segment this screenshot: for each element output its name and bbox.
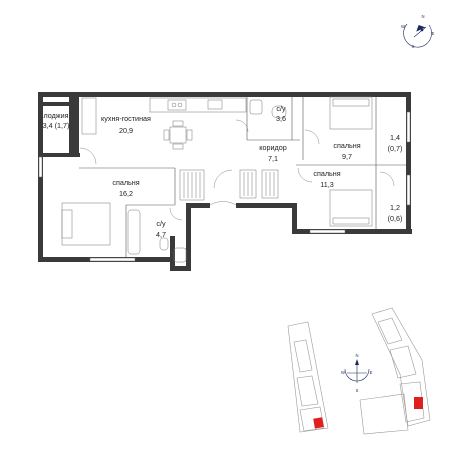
wall-left-lower [38,176,43,261]
room-corridor-name: коридор [259,143,286,152]
building-left-outline [287,321,329,433]
wall-corridor-bottom-left [186,203,210,208]
room-balcony1-area-1: 1,4 [390,133,400,142]
door-bath1 [235,119,249,133]
compass-bottom-w: W [341,370,345,375]
window-balcony2 [406,174,411,206]
compass-top-w: W [401,24,405,29]
room-bedroom3-name: спальня [313,169,340,178]
building-right-block2 [389,345,417,379]
room-bath2-area: 4,7 [156,230,166,239]
room-bedroom2-name: спальня [112,178,139,187]
sofa [81,97,97,135]
compass-top-n: N [421,14,424,19]
compass-bottom-n: N [355,353,358,358]
bed-bedroom1 [329,96,373,130]
door-balcony2 [379,171,395,187]
compass-top-e: E [432,31,435,36]
window-bedroom3-bottom [309,229,346,234]
room-balcony1-area-2: (0,7) [388,144,403,153]
room-bedroom3-area: 11,3 [320,180,333,189]
room-bedroom1-name: спальня [333,141,360,150]
bed-bedroom2 [61,202,111,246]
room-balcony2-area-2: (0,6) [388,214,403,223]
wall-loggia-bottom [38,153,80,157]
room-bath1-area: 3,6 [276,114,286,123]
wall-top [38,92,410,97]
room-kitchen-area: 20,9 [119,126,133,135]
window-bedroom2-bottom [89,257,136,262]
apartment-plan: лоджия 3,4 (1,7) кухня-гостиная 20,9 с/у… [38,92,412,271]
door-loggia [79,147,97,165]
compass-bottom-s: S [356,388,359,393]
building-left-block2 [296,375,319,407]
wardrobe-1 [179,169,205,201]
bed-bedroom3 [329,189,373,227]
bath1-fixtures [249,99,287,119]
door-entrance [209,201,237,206]
wall-bottom-right [292,229,412,234]
site-marker-left [313,417,324,429]
wall-loggia-right [69,92,79,155]
door-bath2 [169,207,183,221]
wall-bath2-right [170,236,175,271]
site-map [287,307,431,435]
compass-top-s: S [412,44,415,49]
compass-bottom-e: E [370,370,373,375]
room-bath2-name: с/у [156,219,166,228]
kitchen-counter [149,97,247,113]
room-corridor-area: 7,1 [268,154,278,163]
compass-top: N W S E [401,14,435,49]
room-loggia-name: лоджия [43,111,68,120]
room-kitchen-name: кухня-гостиная [101,114,151,123]
bath2-fixtures [127,209,187,263]
wall-step-bottom [170,266,191,271]
wall-corridor-bottom-right [236,203,296,208]
wardrobe-3 [261,169,279,199]
building-right-block4 [359,393,409,435]
compass-bottom: N W S E [341,353,373,393]
room-balcony2-area-1: 1,2 [390,203,400,212]
building-right-block3 [399,381,425,423]
site-marker-right [414,397,423,409]
building-left-block3 [299,406,325,432]
door-bedroom3 [297,167,313,183]
wall-loggia-top [38,102,71,106]
building-left-block1 [293,339,313,373]
wall-step-right [186,203,191,271]
room-loggia-area: 3,4 (1,7) [43,121,70,130]
door-bedroom1 [304,129,320,145]
room-bath1-name: с/у [276,104,286,113]
window-balcony1 [406,111,411,143]
wall-left [38,92,43,194]
building-right-block1 [377,317,403,345]
wardrobe-2 [239,169,257,199]
dining-table [163,120,193,150]
wall-step-down [292,203,297,233]
room-bedroom2-area: 16,2 [119,189,133,198]
building-right-outline [371,307,431,427]
wall-right [406,92,411,234]
door-bedroom2 [213,169,233,189]
window-bedroom2 [38,156,43,178]
room-bedroom1-area: 9,7 [342,152,352,161]
